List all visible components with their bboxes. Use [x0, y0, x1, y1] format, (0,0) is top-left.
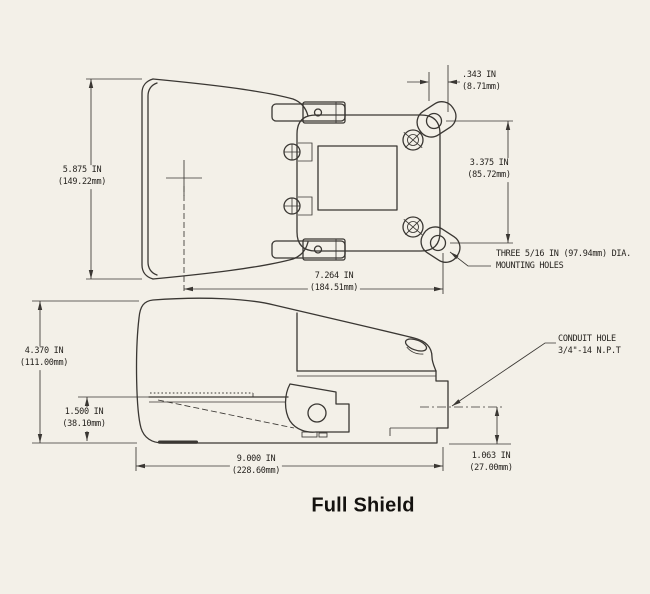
clamp-top-screw — [313, 108, 323, 117]
note-line-1: THREE 5/16 IN (97.94mm) DIA. — [496, 249, 631, 259]
dim-top-length-label: 7.264 IN (184.51mm) — [307, 271, 361, 295]
conduit-note-leader — [451, 342, 557, 407]
dim-value-in: 3.375 IN — [469, 158, 509, 169]
shield-top-edge — [152, 78, 309, 117]
dim-side-conduit-height-lines — [449, 407, 511, 445]
dim-value-mm: (149.22mm) — [57, 177, 107, 187]
dim-top-hole-spacing-lines — [446, 120, 513, 244]
clip-left-upper — [298, 142, 313, 162]
side-profile — [135, 297, 449, 444]
shield-bottom-edge — [152, 241, 309, 280]
dim-side-height-lines — [32, 300, 139, 444]
screw-left-upper-cross — [284, 144, 300, 160]
dim-top-overall-width-label: 5.875 IN (149.22mm) — [55, 165, 109, 189]
dim-value-in: 9.000 IN — [236, 454, 276, 465]
pedal-phantom-line — [157, 399, 295, 429]
shield-front-inner — [147, 82, 158, 276]
note-line-1: CONDUIT HOLE — [558, 334, 616, 344]
dim-value-mm: (111.00mm) — [19, 358, 69, 368]
screw-corner-top — [402, 129, 424, 151]
dim-side-length-lines — [135, 447, 444, 471]
drawing-title: Full Shield — [311, 494, 415, 517]
dim-value-mm: (27.00mm) — [469, 463, 513, 473]
base-rear-step — [389, 427, 437, 436]
note-line-2: 3/4"-14 N.P.T — [558, 345, 621, 356]
screw-corner-top-inner — [407, 134, 419, 146]
rubber-foot — [158, 440, 198, 444]
dim-top-hole-inset-lines — [407, 65, 460, 112]
dim-value-in: 1.063 IN — [471, 451, 511, 462]
clamp-bottom-screw — [313, 245, 323, 254]
mounting-note-leader — [449, 251, 491, 267]
base-lug-1 — [301, 431, 318, 438]
dim-value-in: 5.875 IN — [62, 165, 102, 176]
mounting-holes-note: THREE 5/16 IN (97.94mm) DIA. MOUNTING HO… — [494, 249, 633, 273]
pivot-pin — [307, 403, 327, 423]
screw-corner-bottom-inner — [407, 221, 419, 233]
mounting-hole-top — [425, 112, 443, 130]
screw-corner-bottom — [402, 216, 424, 238]
mounting-hole-bottom — [429, 234, 447, 252]
screw-left-lower-cross — [284, 198, 300, 214]
clip-left-lower — [298, 196, 313, 216]
base-lug-2 — [318, 432, 328, 438]
dim-top-hole-inset-label: .343 IN (8.71mm) — [460, 70, 503, 94]
clamp-top-bar — [271, 103, 346, 122]
pedal-opening — [317, 145, 398, 211]
dim-side-conduit-height-label: 1.063 IN (27.00mm) — [467, 451, 515, 475]
dim-value-mm: (184.51mm) — [309, 283, 359, 293]
dim-value-mm: (38.10mm) — [62, 419, 106, 429]
side-view — [32, 297, 557, 471]
screw-corner-top-cross — [403, 131, 423, 149]
dim-side-length-label: 9.000 IN (228.60mm) — [229, 454, 283, 478]
clamp-bottom-latch — [302, 238, 346, 261]
conduit-hole-note: CONDUIT HOLE 3/4"-14 N.P.T — [556, 334, 623, 358]
dim-side-pedal-height-label: 1.500 IN (38.10mm) — [60, 407, 108, 431]
hinge-bracket — [284, 383, 350, 433]
dim-top-hole-spacing-label: 3.375 IN (85.72mm) — [465, 158, 513, 182]
dim-side-height-label: 4.370 IN (111.00mm) — [17, 346, 71, 370]
body-outline — [296, 114, 441, 252]
dim-value-mm: (8.71mm) — [462, 81, 501, 92]
dim-value-mm: (85.72mm) — [467, 170, 511, 180]
dim-value-in: .343 IN — [462, 70, 496, 80]
dim-value-in: 7.264 IN — [314, 271, 354, 282]
note-line-2: MOUNTING HOLES — [496, 260, 564, 271]
shield-slot-detail — [404, 338, 428, 355]
mounting-ear-top — [416, 101, 457, 138]
shield-front-outer — [141, 78, 154, 280]
screw-corner-bottom-cross — [403, 218, 423, 236]
clamp-top-latch — [302, 101, 346, 124]
dim-value-mm: (228.60mm) — [231, 466, 281, 476]
dim-top-overall-width-lines — [86, 78, 142, 280]
dim-value-in: 4.370 IN — [24, 346, 64, 357]
top-view — [86, 65, 513, 294]
dim-value-in: 1.500 IN — [64, 407, 104, 418]
